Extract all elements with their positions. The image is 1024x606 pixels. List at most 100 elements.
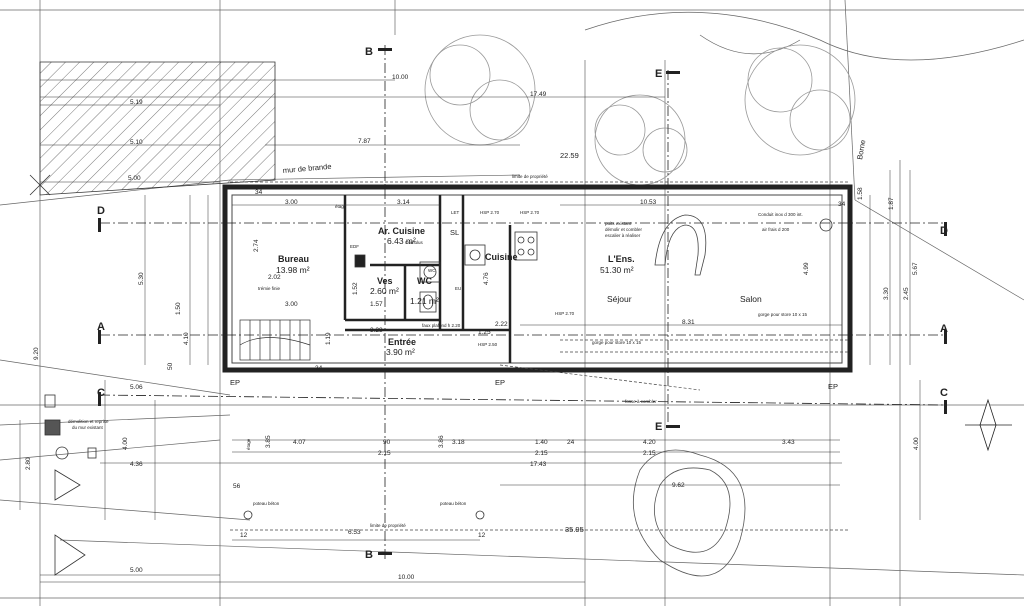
section-label-b-bottom: B bbox=[365, 549, 373, 561]
dim-5-10: 5.10 bbox=[130, 139, 143, 146]
ep-label-2: EP bbox=[495, 378, 505, 387]
dim-1-19: 1.19 bbox=[325, 332, 332, 345]
cumulus-label: Cumulus bbox=[405, 240, 424, 245]
section-markers: B B E E D D A A C C bbox=[97, 45, 948, 561]
dim-2-74: 2.74 bbox=[253, 239, 260, 252]
dim-4-10: 4.10 bbox=[183, 332, 190, 345]
dim-34-a: 34 bbox=[255, 189, 263, 196]
section-label-e-top: E bbox=[655, 68, 662, 80]
room-bureau-area: 13.98 m² bbox=[276, 265, 310, 275]
dim-50: 50 bbox=[167, 362, 174, 370]
air-frais-note: air frais d 200 bbox=[762, 227, 790, 232]
tremie-label: trémie finie bbox=[258, 286, 281, 291]
dim-1-57: 1.57 bbox=[370, 301, 383, 308]
wc-fixture-label: WC bbox=[428, 268, 436, 273]
ep-label-1: EP bbox=[230, 378, 240, 387]
sl-label: SL bbox=[450, 228, 459, 237]
dimension-values: 10.00 5.19 17.49 5.10 7.87 5.00 1.58 3.0… bbox=[25, 74, 920, 581]
dim-5-67: 5.67 bbox=[912, 262, 919, 275]
etage-label-1: étage bbox=[335, 204, 347, 209]
edf-label: EDF bbox=[350, 244, 359, 249]
hsp-label-3: HSP 2.70 bbox=[555, 311, 575, 316]
dim-24: 24 bbox=[567, 439, 575, 446]
dim-3-86: 3.86 bbox=[438, 435, 445, 448]
demolition-note-1: démolition et reprise bbox=[68, 419, 109, 424]
interior-walls bbox=[343, 195, 512, 363]
hsp-label-1: HSP 2.70 bbox=[480, 210, 500, 215]
dim-4-20: 4.20 bbox=[643, 439, 656, 446]
fosse-label: fosse à combler bbox=[625, 399, 657, 404]
poteau-label-2: poteau béton bbox=[440, 501, 467, 506]
dim-4-76: 4.76 bbox=[483, 272, 490, 285]
room-entree-name: Entrée bbox=[388, 337, 416, 347]
puits-note-3: escalier à réaliser bbox=[605, 233, 641, 238]
gorge-note-1: gorge pour store 10 x 15 bbox=[758, 312, 808, 317]
fireplace-curve bbox=[654, 214, 707, 276]
room-arriere-cuisine-name: Ar. Cuisine bbox=[378, 226, 425, 236]
dim-3-85: 3.85 bbox=[265, 435, 272, 448]
room-lens-area: 51.30 m² bbox=[600, 265, 634, 275]
dim-5-06: 5.06 bbox=[130, 384, 143, 391]
section-label-d-left: D bbox=[97, 205, 105, 217]
hsp-label-2: HSP 2.70 bbox=[520, 210, 540, 215]
mur-de-brande-label: mur de brande bbox=[282, 162, 331, 175]
dim-1-52: 1.52 bbox=[352, 282, 359, 295]
dim-3-00: 3.00 bbox=[285, 199, 298, 206]
dim-3-28: 3.28 bbox=[370, 327, 383, 334]
dim-2-15-b: 2.15 bbox=[535, 450, 548, 457]
limite-propriete-bottom: limite de propriété bbox=[370, 523, 406, 528]
dim-12-b: 12 bbox=[478, 532, 486, 539]
dim-4-00-left: 4.00 bbox=[122, 437, 129, 450]
eu-label: EU bbox=[455, 286, 461, 291]
puits-note-1: puits existant bbox=[605, 221, 632, 226]
dim-56: 56 bbox=[233, 483, 241, 490]
section-label-c-right: C bbox=[940, 387, 948, 399]
site-labels: 22.59 35.95 Borne mur de brande limite d… bbox=[68, 139, 867, 534]
dim-2-02: 2.02 bbox=[268, 274, 281, 281]
dim-2-45: 2.45 bbox=[903, 287, 910, 300]
dim-9-62: 9.62 bbox=[672, 482, 685, 489]
room-arriere-cuisine-area: 6.43 m² bbox=[387, 236, 416, 246]
dim-5-00-bottom: 5.00 bbox=[130, 567, 143, 574]
room-salon-name: Salon bbox=[740, 294, 762, 304]
dim-4-07: 4.07 bbox=[293, 439, 306, 446]
dim-1-25: 1.25 bbox=[478, 329, 491, 336]
gorge-note-2: gorge pour store 10 x 15 bbox=[592, 340, 642, 345]
room-sejour-name: Séjour bbox=[607, 294, 632, 304]
dimension-lines bbox=[19, 79, 921, 583]
hsp-label-4: HSP 2.50 bbox=[478, 342, 498, 347]
dim-1-58: 1.58 bbox=[857, 187, 864, 200]
dim-8-31: 8.31 bbox=[682, 319, 695, 326]
road-value-north: 22.59 bbox=[560, 151, 579, 160]
dim-1-87: 1.87 bbox=[888, 197, 895, 210]
dim-10-00-top: 10.00 bbox=[392, 74, 409, 81]
section-label-a-left: A bbox=[97, 321, 105, 333]
section-label-a-right: A bbox=[940, 323, 948, 335]
etage-label-2: étage bbox=[246, 438, 251, 450]
dim-2-80: 2.80 bbox=[25, 457, 32, 470]
room-bureau-name: Bureau bbox=[278, 254, 309, 264]
dim-1-50: 1.50 bbox=[175, 302, 182, 315]
let-label: LET bbox=[451, 210, 460, 215]
dim-5-19: 5.19 bbox=[130, 99, 143, 106]
neighbour-building bbox=[39, 61, 276, 196]
dim-3-14: 3.14 bbox=[397, 199, 410, 206]
kitchen-fixtures bbox=[354, 231, 538, 313]
dashed-lines bbox=[230, 181, 850, 531]
section-label-e-bottom: E bbox=[655, 421, 662, 433]
section-label-d-right: D bbox=[940, 225, 948, 237]
dim-10-00-bottom: 10.00 bbox=[398, 574, 415, 581]
dim-1-40: 1.40 bbox=[535, 439, 548, 446]
dim-90: 90 bbox=[383, 439, 391, 446]
room-lens-name: L'Ens. bbox=[608, 254, 635, 264]
utility-boxes bbox=[29, 174, 833, 576]
dim-10-53: 10.53 bbox=[640, 199, 657, 206]
demolition-note-2: du mur existant bbox=[72, 425, 104, 430]
dim-4-36: 4.36 bbox=[130, 461, 143, 468]
dim-9-20: 9.20 bbox=[33, 347, 40, 360]
stair bbox=[239, 319, 311, 361]
poteau-label-1: poteau béton bbox=[253, 501, 280, 506]
dim-6-53: 6.53 bbox=[348, 529, 361, 536]
dim-3-00-b: 3.00 bbox=[285, 301, 298, 308]
